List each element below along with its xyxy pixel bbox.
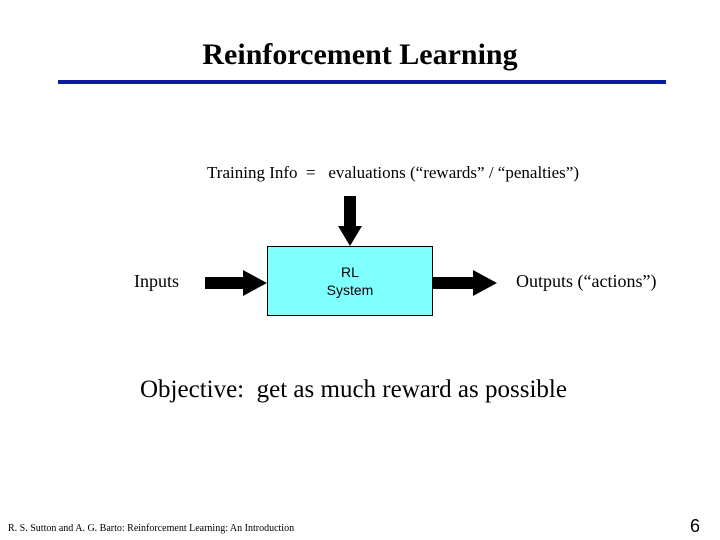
- rl-system-box: RL System: [267, 246, 433, 316]
- slide-title: Reinforcement Learning: [202, 38, 518, 71]
- rl-system-label-line1: RL: [341, 264, 359, 280]
- footer-citation: R. S. Sutton and A. G. Barto: Reinforcem…: [8, 523, 295, 534]
- objective-text: Objective: get as much reward as possibl…: [140, 376, 567, 403]
- title-underline: [58, 80, 666, 84]
- input-arrow: [205, 270, 267, 296]
- rl-system-label-line2: System: [326, 282, 374, 298]
- training-arrow: [338, 196, 362, 246]
- inputs-label: Inputs: [134, 271, 179, 291]
- page-number: 6: [690, 516, 701, 536]
- outputs-label: Outputs (“actions”): [516, 271, 657, 291]
- output-arrow: [433, 270, 497, 296]
- training-info-label: Training Info = evaluations (“rewards” /…: [207, 163, 579, 182]
